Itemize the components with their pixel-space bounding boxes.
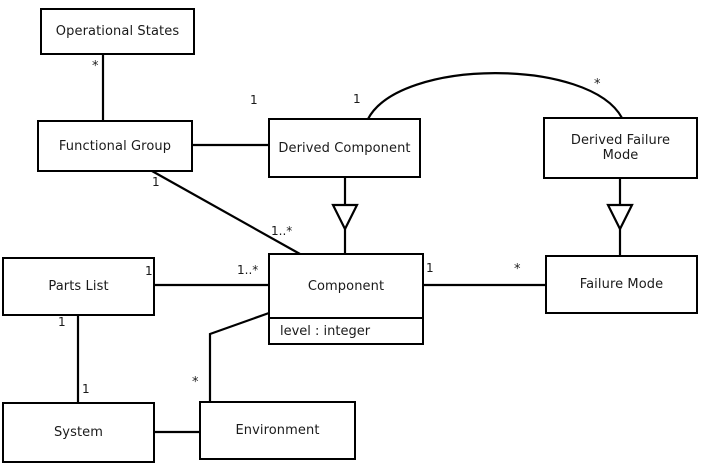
multiplicity-operational-states-functional-group: * [92, 59, 99, 74]
class-box-derived-failure-mode[interactable]: Derived Failure Mode [543, 117, 698, 179]
class-name-functional-group: Functional Group [58, 138, 172, 154]
class-name-derived-failure-mode: Derived Failure Mode [570, 133, 671, 163]
multiplicity-component-failure-mode: 1 [426, 261, 434, 275]
class-box-functional-group[interactable]: Functional Group [37, 120, 193, 172]
class-name-component: Component [307, 278, 385, 294]
class-box-operational-states[interactable]: Operational States [40, 8, 195, 55]
multiplicity-component-functional-group: 1..* [271, 224, 293, 238]
class-box-derived-component[interactable]: Derived Component [268, 118, 421, 178]
class-box-environment[interactable]: Environment [199, 401, 356, 460]
multiplicity-functional-group-derived-component: 1 [250, 93, 258, 107]
edge-functional-group-component [151, 170, 301, 255]
class-name-system: System [53, 425, 104, 440]
multiplicity-derived-failure-mode-arc: * [594, 77, 601, 92]
multiplicity-component-environment: * [192, 375, 199, 390]
multiplicity-failure-mode-component: * [514, 262, 521, 277]
edge-component-environment [208, 311, 270, 402]
class-box-failure-mode[interactable]: Failure Mode [545, 255, 698, 314]
edge-derived-component-derived-failure-mode-arc [367, 72, 623, 120]
class-name-parts-list: Parts List [48, 279, 109, 294]
class-box-parts-list[interactable]: Parts List [2, 257, 155, 316]
class-box-system[interactable]: System [2, 402, 155, 463]
multiplicity-system-parts-list: 1 [82, 382, 90, 396]
class-attribute-component-level: level : integer [270, 317, 422, 343]
multiplicity-derived-component-arc: 1 [353, 92, 361, 106]
multiplicity-functional-group-component: 1 [152, 175, 160, 189]
multiplicity-component-parts-list: 1..* [237, 263, 259, 277]
class-name-operational-states: Operational States [55, 24, 180, 39]
class-box-component[interactable]: Component level : integer [268, 253, 424, 345]
class-name-failure-mode: Failure Mode [579, 277, 664, 292]
class-name-derived-component: Derived Component [278, 140, 411, 156]
multiplicity-parts-list-component: 1 [145, 264, 153, 278]
generalization-triangle-derived-component [331, 203, 359, 232]
generalization-triangle-derived-failure-mode [606, 203, 634, 232]
class-name-environment: Environment [235, 423, 320, 438]
multiplicity-parts-list-system: 1 [58, 315, 66, 329]
